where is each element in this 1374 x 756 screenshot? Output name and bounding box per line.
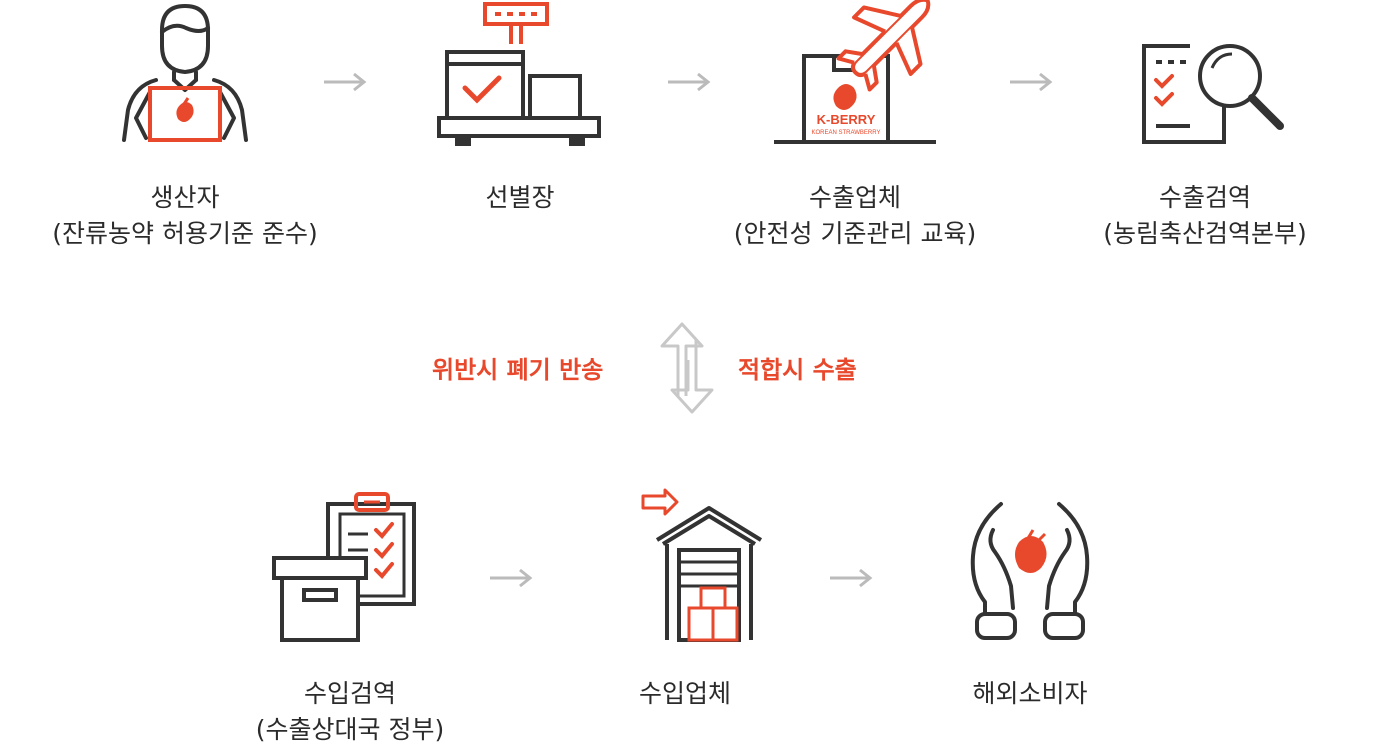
sorting-station-label: 선별장 [485, 183, 555, 212]
import-clipboard-box-icon [272, 492, 416, 642]
node-export-quarantine: 수출검역 (농림축산검역본부) [1070, 0, 1340, 252]
node-importer: 수입업체 [570, 486, 800, 712]
exporter-label: 수출업체 [808, 183, 901, 212]
arrow-right-icon [490, 568, 533, 588]
node-import-quarantine: 수입검역 (수출상대국 정부) [225, 486, 475, 748]
import-quarantine-label: 수입검역 [303, 679, 396, 708]
pass-label: 적합시 수출 [738, 356, 857, 384]
hands-berry-icon [970, 502, 1090, 640]
producer-sublabel: (잔류농약 허용기준 준수) [52, 219, 318, 248]
reject-label: 위반시 폐기 반송 [432, 356, 604, 384]
importer-label: 수입업체 [638, 679, 731, 708]
node-overseas-consumer: 해외소비자 [920, 486, 1140, 712]
producer-with-box-icon [122, 4, 248, 142]
exporter-sublabel: (안전성 기준관리 교육) [733, 219, 977, 248]
node-exporter: K-BERRY KOREAN STRAWBERRY 수출업체 (안전성 기준관리… [705, 0, 1005, 252]
overseas-consumer-label: 해외소비자 [972, 679, 1088, 708]
node-producer: 생산자 (잔류농약 허용기준 준수) [30, 0, 340, 252]
import-quarantine-sublabel: (수출상대국 정부) [255, 715, 445, 744]
arrow-right-icon [668, 72, 711, 92]
producer-label: 생산자 [150, 183, 220, 212]
export-quarantine-sublabel: (농림축산검역본부) [1103, 219, 1307, 248]
arrow-right-icon [324, 72, 367, 92]
export-airplane-box-icon: K-BERRY KOREAN STRAWBERRY [774, 0, 936, 144]
warehouse-icon [641, 488, 763, 642]
arrow-right-icon [1010, 72, 1053, 92]
bidirectional-arrow-icon [660, 322, 714, 414]
export-quarantine-label: 수출검역 [1158, 183, 1251, 212]
box-brand-tagline: KOREAN STRAWBERRY [811, 130, 880, 136]
inspection-magnifier-icon [1142, 44, 1284, 144]
sorting-scale-icon [437, 2, 601, 146]
node-sorting-station: 선별장 [400, 0, 640, 216]
box-brand-name: K-BERRY [817, 112, 876, 127]
arrow-right-icon [830, 568, 873, 588]
